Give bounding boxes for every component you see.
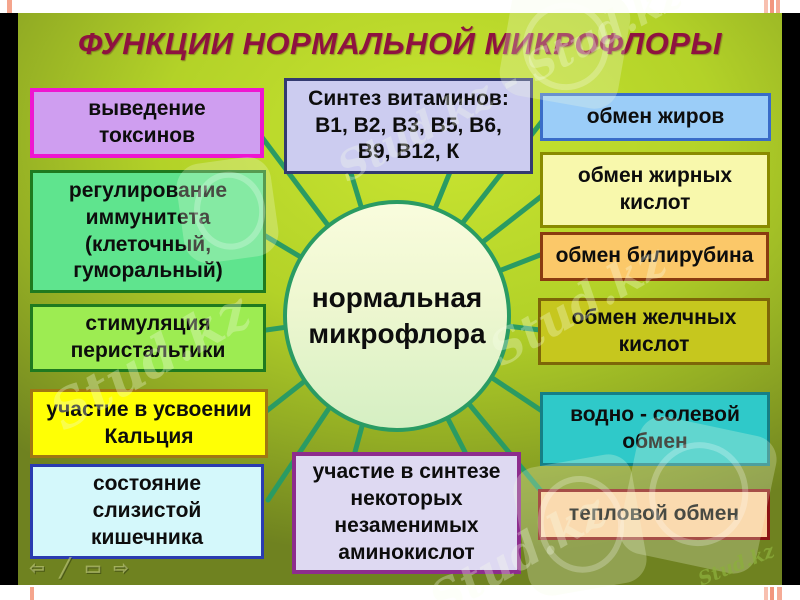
box-toxin-removal-label: выведение токсинов xyxy=(88,97,206,147)
box-peristalsis-stimulation: стимуляция перистальтики xyxy=(30,304,266,372)
box-heat-metabolism: тепловой обмен xyxy=(538,489,770,540)
slide-title: ФУНКЦИИ НОРМАЛЬНОЙ МИКРОФЛОРЫ xyxy=(78,26,722,61)
presenter-navigation: ⇦ ╱ ▭ ⇨ xyxy=(28,558,130,579)
box-calcium-absorption: участие в усвоении Кальция xyxy=(30,389,268,458)
box-immunity-regulation: регулирование иммунитета (клеточный, гум… xyxy=(30,170,266,293)
top-right-tick-1 xyxy=(764,0,768,13)
box-mucosa-state-label: состояние слизистой кишечника xyxy=(90,472,204,549)
right-black-bar xyxy=(782,13,800,585)
box-immunity-regulation-label: регулирование иммунитета (клеточный, гум… xyxy=(68,178,228,283)
box-amino-acid-synthesis-label: участие в синтезе некоторых незаменимых … xyxy=(312,460,501,564)
top-white-strip xyxy=(0,0,800,13)
menu-icon[interactable]: ▭ xyxy=(84,558,102,578)
box-amino-acid-synthesis: участие в синтезе некоторых незаменимых … xyxy=(292,452,521,574)
bottom-left-tick xyxy=(30,587,34,600)
next-slide-icon[interactable]: ⇨ xyxy=(113,558,129,578)
box-heat-metabolism-label: тепловой обмен xyxy=(568,502,740,526)
box-mucosa-state: состояние слизистой кишечника xyxy=(30,464,264,559)
box-fat-metabolism: обмен жиров xyxy=(540,93,771,141)
box-fatty-acid-metabolism: обмен жирных кислот xyxy=(540,152,770,228)
box-fatty-acid-metabolism-label: обмен жирных кислот xyxy=(577,164,733,214)
central-ellipse: нормальная микрофлора xyxy=(283,200,511,432)
bottom-right-tick-3 xyxy=(777,587,782,600)
box-water-salt-metabolism: водно - солевой обмен xyxy=(540,392,770,466)
top-right-tick-3 xyxy=(776,0,780,13)
box-toxin-removal: выведение токсинов xyxy=(30,88,264,158)
box-vitamin-synthesis-label: Синтез витаминов: В1, В2, В3, В5, В6, В9… xyxy=(308,86,509,164)
left-black-bar xyxy=(0,13,18,585)
top-left-tick xyxy=(7,0,12,13)
pen-tool-icon[interactable]: ╱ xyxy=(59,558,71,578)
central-ellipse-label: нормальная микрофлора xyxy=(308,281,486,349)
box-bile-acid-metabolism-label: обмен желчных кислот xyxy=(571,305,737,356)
box-water-salt-metabolism-label: водно - солевой обмен xyxy=(570,403,740,453)
bottom-right-tick-2 xyxy=(770,587,774,600)
bottom-white-strip xyxy=(0,585,800,600)
top-right-tick-2 xyxy=(770,0,774,13)
box-bile-acid-metabolism: обмен желчных кислот xyxy=(538,298,770,365)
box-bilirubin-metabolism: обмен билирубина xyxy=(540,232,769,281)
box-fat-metabolism-label: обмен жиров xyxy=(586,104,725,128)
prev-slide-icon[interactable]: ⇦ xyxy=(29,558,45,578)
bottom-right-tick-1 xyxy=(764,587,768,600)
box-calcium-absorption-label: участие в усвоении Кальция xyxy=(46,397,252,448)
box-bilirubin-metabolism-label: обмен билирубина xyxy=(555,244,754,268)
box-peristalsis-stimulation-label: стимуляция перистальтики xyxy=(70,312,226,362)
box-vitamin-synthesis: Синтез витаминов: В1, В2, В3, В5, В6, В9… xyxy=(284,78,533,174)
